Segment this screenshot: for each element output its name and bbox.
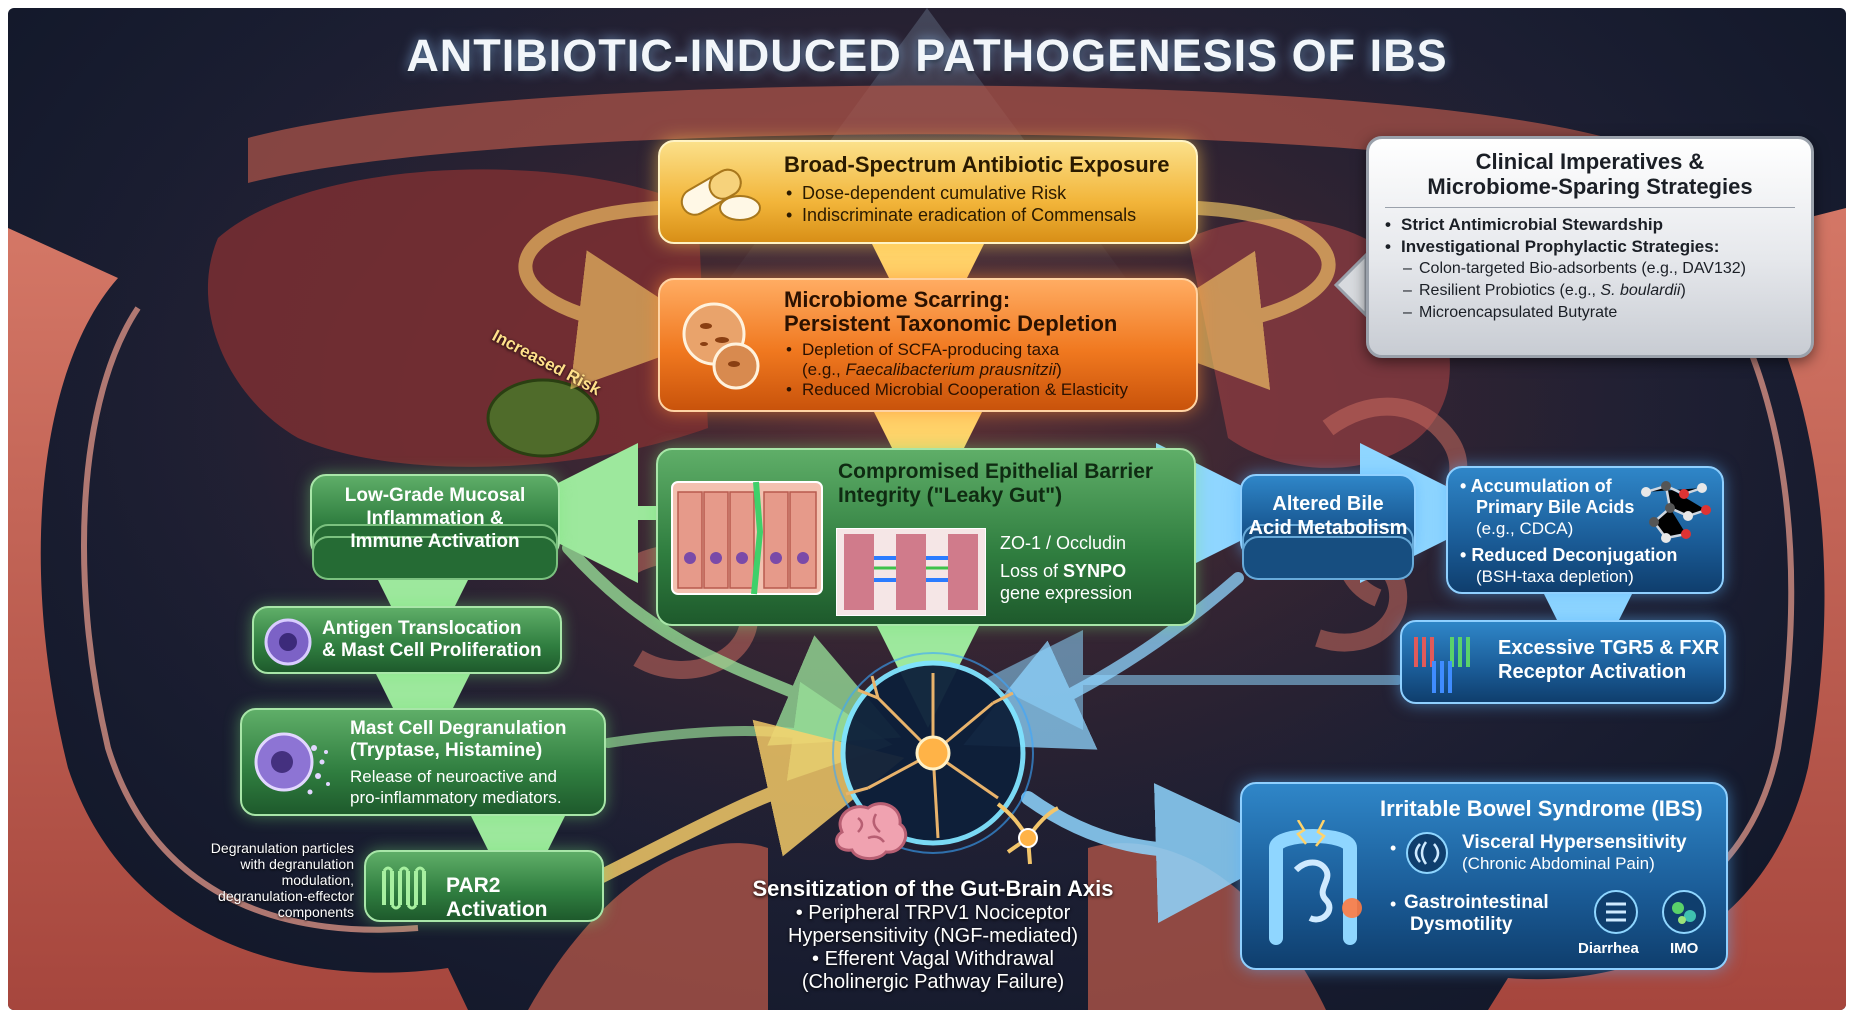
diagram-canvas: ANTIBIOTIC-INDUCED PATHOGENESIS OF IBS B… [8,8,1846,1010]
degran-note-line: modulation, [281,872,354,888]
tgr5-box: Excessive TGR5 & FXR Receptor Activation [1400,620,1726,704]
nerve-cell-icon [996,802,1059,865]
inflammation-box: Low-Grade Mucosal Inflammation & Immune … [310,474,560,580]
microbiome-example-prefix: (e.g., [802,360,846,379]
flow-arrows [353,196,1658,924]
clinical-sub-2-prefix: Resilient Probiotics (e.g., [1419,282,1601,299]
receptor-cluster-icon [1414,637,1470,693]
antigen-box: Antigen Translocation & Mast Cell Prolif… [252,606,562,674]
clinical-sub-1: Colon-targeted Bio-adsorbents (e.g., DAV… [1401,258,1797,280]
bacteria-icon [682,302,760,390]
bile-box: Altered Bile Acid Metabolism [1240,474,1416,580]
ibs-gi-2: Dysmotility [1410,914,1513,935]
antigen-line-1: Antigen Translocation [322,618,522,639]
clinical-box: Clinical Imperatives & Microbiome-Sparin… [1366,136,1814,358]
zo1-label: ZO-1 / Occludin [1000,533,1127,553]
gut-brain-line-4: (Cholinergic Pathway Failure) [801,971,1065,993]
brain-icon [835,802,908,860]
microbiome-example-suffix: ) [1056,360,1062,379]
synpo-prefix: Loss of [1000,561,1064,581]
primary-bile-1b: Primary Bile Acids [1476,497,1635,517]
clinical-bullet-1: Strict Antimicrobial Stewardship [1383,214,1797,236]
degranulation-note: Degranulation particles with degranulati… [158,840,354,920]
synpo-line-2: gene expression [1000,583,1133,603]
neuron-hub [832,652,1034,854]
imo-icon [1662,890,1706,934]
primary-bile-box: • Accumulation of Primary Bile Acids (e.… [1446,466,1724,594]
antibiotic-bullet: Indiscriminate eradication of Commensals [784,204,1186,226]
antibiotic-title: Broad-Spectrum Antibiotic Exposure [784,152,1170,177]
inflammation-line-2: Inflammation & [366,508,504,529]
degranulation-line-3: Release of neuroactive and [350,767,557,786]
ibs-title: Irritable Bowel Syndrome (IBS) [1380,796,1703,821]
microbiome-bullet-1: Depletion of SCFA-producing taxa [802,340,1060,359]
degranulation-line-4: pro-inflammatory mediators. [350,788,562,807]
synpo-gene: SYNPO [1063,561,1127,581]
bile-line-1: Altered Bile [1272,493,1384,515]
tgr5-line-1: Excessive TGR5 & FXR [1498,637,1720,659]
bile-line-2: Acid Metabolism [1248,517,1408,539]
primary-bile-2a: Reduced Deconjugation [1471,545,1678,565]
barrier-box: Compromised Epithelial Barrier Integrity… [656,448,1196,626]
primary-bile-1a: Accumulation of [1470,476,1612,496]
diarrhea-label: Diarrhea [1578,940,1639,957]
microbiome-bullet-2: Reduced Microbial Cooperation & Elastici… [784,380,1188,400]
barrier-title-2: Integrity ("Leaky Gut") [838,484,1063,507]
clinical-title-1: Clinical Imperatives & [1475,149,1705,174]
gut-brain-title: Sensitization of the Gut-Brain Axis [752,876,1114,901]
imo-label: IMO [1670,940,1699,957]
barrier-title-1: Compromised Epithelial Barrier [838,460,1154,483]
ibs-visceral-2: (Chronic Abdominal Pain) [1462,854,1655,873]
degran-note-line: with degranulation [240,856,354,872]
clinical-bullet-2: Investigational Prophylactic Strategies: [1383,236,1797,258]
colon-top [248,85,1608,183]
degranulation-box: Mast Cell Degranulation (Tryptase, Hista… [240,708,606,816]
diarrhea-icon [1594,890,1638,934]
colon-icon [1269,820,1362,945]
degran-note-line: components [277,904,354,920]
clinical-sub-3: Microencapsulated Butyrate [1401,302,1797,324]
primary-bile-2b: (BSH-taxa depletion) [1476,567,1634,586]
microbiome-box: Microbiome Scarring: Persistent Taxonomi… [658,278,1198,412]
degranulation-line-1: Mast Cell Degranulation [350,718,567,739]
ibs-gi-1: Gastrointestinal [1404,892,1549,913]
degran-note-line: degranulation-effector [218,888,354,904]
antibiotic-box: Broad-Spectrum Antibiotic Exposure Dose-… [658,140,1198,244]
ibs-visceral-1: Visceral Hypersensitivity [1462,832,1687,853]
pill-icon [680,168,761,221]
tight-junction-icon [836,528,986,616]
antigen-line-2: & Mast Cell Proliferation [322,640,542,661]
gut-brain-line-1: • Peripheral TRPV1 Nociceptor [795,902,1071,924]
clinical-divider [1385,207,1795,208]
mast-cell-icon [264,618,312,666]
par2-box: PAR2 Activation [364,850,604,922]
degranulating-cell-icon [254,732,330,795]
degranulation-line-2: (Tryptase, Histamine) [350,740,543,761]
clinical-title-2: Microbiome-Sparing Strategies [1427,174,1753,199]
visceral-pain-icon [1406,832,1448,874]
par2-label: PAR2 Activation [446,874,548,921]
s-boulardii-name: S. boulardii [1600,282,1681,299]
receptor-icon [382,866,426,910]
colon-left [8,228,468,1010]
inflammation-line-3: Immune Activation [350,531,520,552]
inflammation-line-1: Low-Grade Mucosal [344,485,526,506]
molecule-icon [1641,481,1711,543]
gut-brain-line-2: Hypersensitivity (NGF-mediated) [787,925,1079,947]
clinical-sub-2-suffix: ) [1680,282,1686,299]
diagram-title: ANTIBIOTIC-INDUCED PATHOGENESIS OF IBS [406,30,1448,81]
primary-bile-1c: (e.g., CDCA) [1476,519,1574,538]
gut-brain-line-3: • Efferent Vagal Withdrawal [812,948,1054,970]
antibiotic-bullet: Dose-dependent cumulative Risk [784,182,1186,204]
microbiome-title-2: Persistent Taxonomic Depletion [784,311,1118,336]
faecalibacterium-name: Faecalibacterium prausnitzii [845,360,1057,379]
ibs-box: Irritable Bowel Syndrome (IBS) • Viscera… [1240,782,1728,970]
degran-note-line: Degranulation particles [210,840,354,856]
gut-brain-section: Sensitization of the Gut-Brain Axis • Pe… [708,876,1158,994]
microbiome-title-1: Microbiome Scarring: [784,287,1011,312]
epithelium-icon [671,481,823,595]
tgr5-line-2: Receptor Activation [1498,661,1687,683]
